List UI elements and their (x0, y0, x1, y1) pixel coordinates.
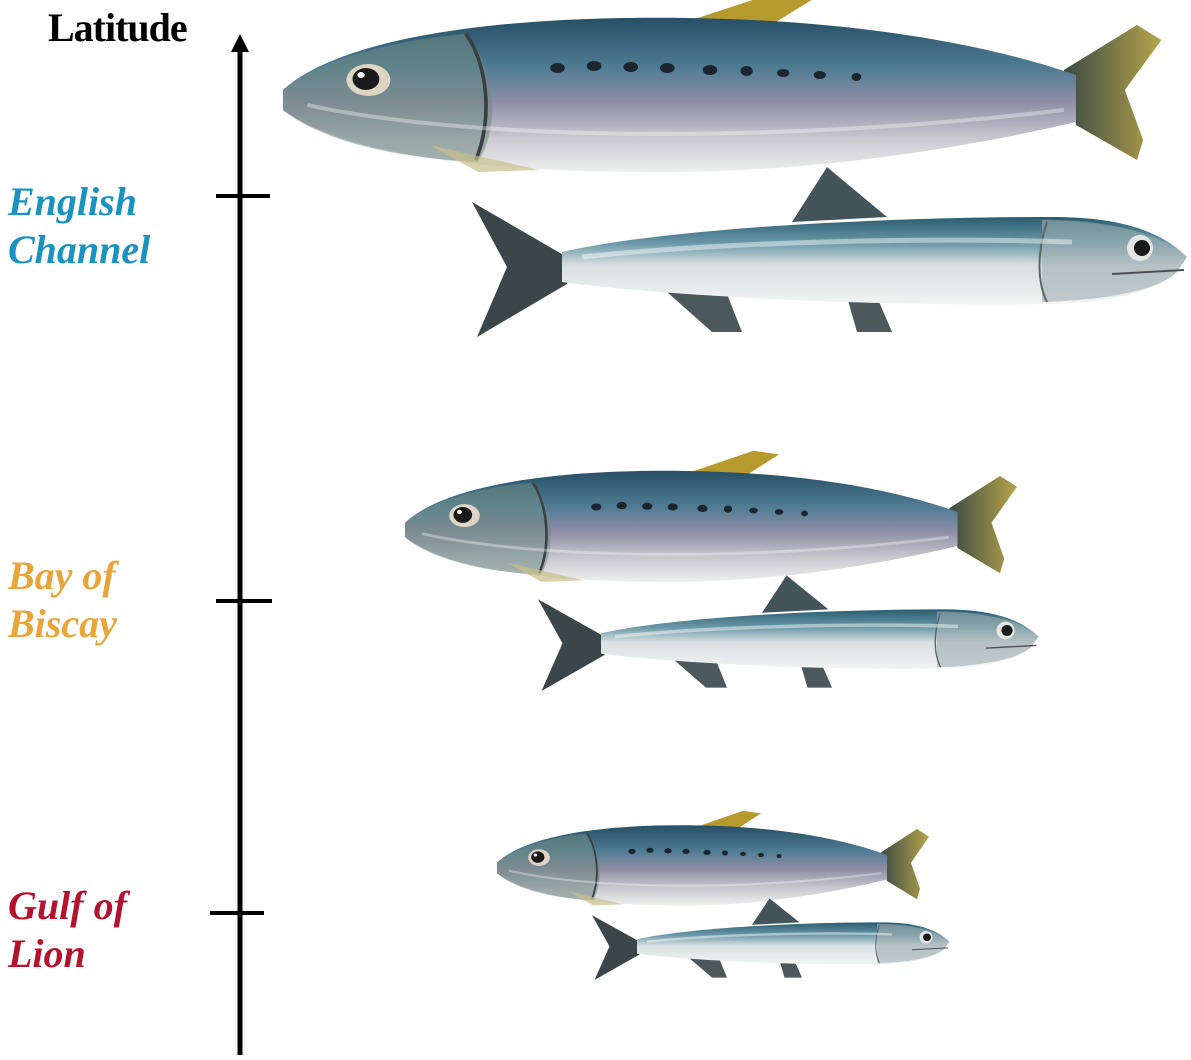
axis-title: Latitude (48, 4, 187, 51)
anchovy-gulf-of-lion (592, 898, 950, 980)
latitude-axis-arrowhead (231, 34, 249, 52)
sardine-gulf-of-lion (497, 811, 929, 906)
region-label-line: Biscay (8, 600, 117, 648)
anchovy-english-channel (472, 167, 1187, 337)
sardine-bay-of-biscay (405, 451, 1017, 582)
region-label-line: Gulf of (8, 882, 127, 930)
region-label-gulf-of-lion: Gulf of Lion (8, 882, 127, 978)
region-label-bay-of-biscay: Bay of Biscay (8, 552, 117, 648)
sardine-english-channel (283, 0, 1161, 172)
region-label-line: Lion (8, 930, 127, 978)
anchovy-bay-of-biscay (538, 575, 1039, 691)
region-label-line: English (8, 178, 150, 226)
region-label-line: Channel (8, 226, 150, 274)
region-label-english-channel: English Channel (8, 178, 150, 274)
region-label-line: Bay of (8, 552, 117, 600)
